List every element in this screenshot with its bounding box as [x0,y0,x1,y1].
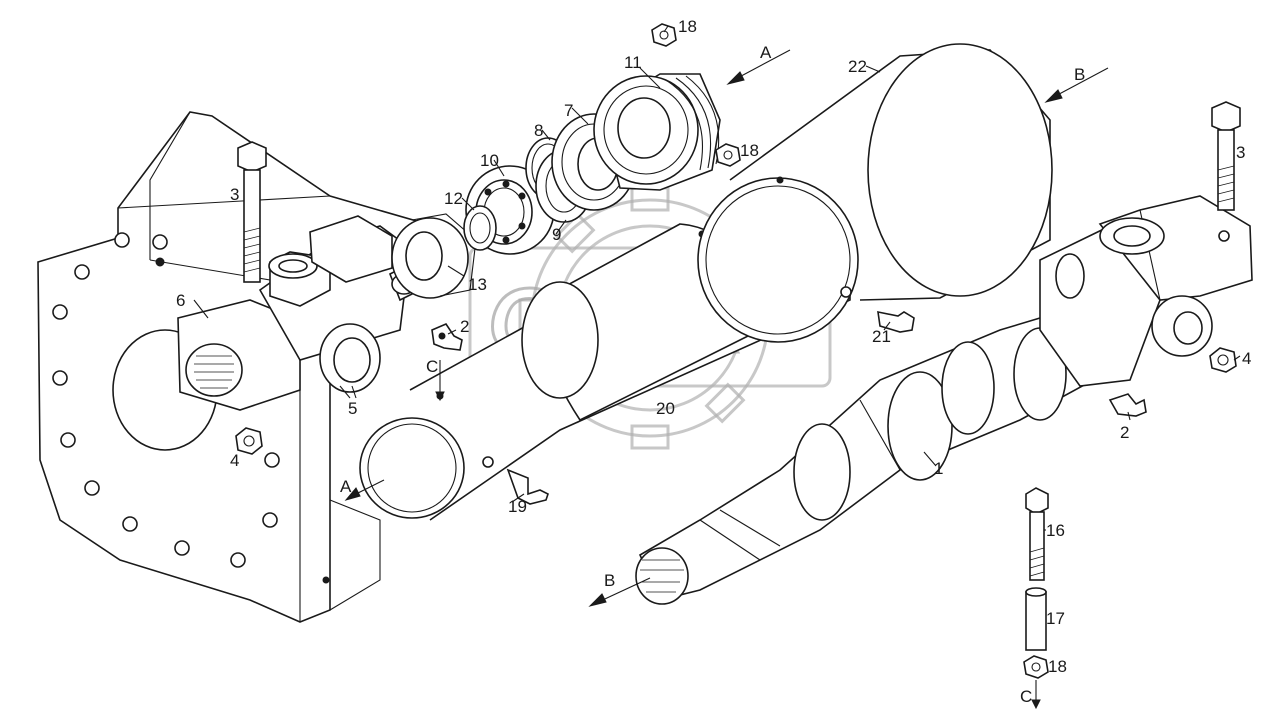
right-universal-joint [1039,195,1253,387]
callout-10: 10 [480,151,499,170]
housing-11 [593,73,721,191]
callout-16: 16 [1046,521,1065,540]
guard-tube-22 [697,43,1053,343]
callout-19: 19 [508,497,527,516]
housing-bolt-holes [52,232,330,584]
callout-3-right: 3 [1236,143,1245,162]
bolt-3-right [1211,101,1241,211]
callout-21: 21 [872,327,891,346]
spacer-17 [1025,587,1047,651]
callout-12: 12 [444,189,463,208]
grease-fitting-2-left [431,323,463,351]
callout-22: 22 [848,57,867,76]
callout-20: 20 [656,399,675,418]
bolt-3-left [237,141,267,283]
bolt-16 [1025,487,1049,581]
view-a-bottom: A [340,477,352,496]
callout-5: 5 [348,399,357,418]
grease-fitting-2-right [1108,393,1147,417]
callout-labels: 1 2 2 3 3 4 4 5 6 7 8 9 10 11 12 13 16 1… [176,17,1251,676]
callout-18-mid: 18 [740,141,759,160]
leader-lines [193,25,1241,531]
callout-3-left: 3 [230,185,239,204]
view-b-bottom: B [604,571,615,590]
callout-13: 13 [468,275,487,294]
nut-18-bottom [1023,655,1049,679]
bolt-19 [506,468,549,505]
callout-9: 9 [552,225,561,244]
callout-2-right: 2 [1120,423,1129,442]
callout-18-top: 18 [678,17,697,36]
callout-8: 8 [534,121,543,140]
callout-1: 1 [934,459,943,478]
left-universal-joint [177,215,421,411]
view-c-bottom: C [1020,687,1032,706]
callout-11: 11 [624,53,642,72]
view-arrows [344,49,1109,710]
bolt-21 [877,310,915,333]
callout-17: 17 [1046,609,1065,628]
cup-13 [391,213,477,299]
callout-4-left: 4 [230,451,239,470]
callout-2-left: 2 [460,317,469,336]
ring-12 [463,205,497,251]
view-a-top: A [760,43,772,62]
nut-4-left [235,427,263,455]
callout-18-bottom: 18 [1048,657,1067,676]
view-c-left: C [426,357,438,376]
nut-18-mid [715,143,741,167]
callout-4-right: 4 [1242,349,1251,368]
nut-18-top [651,23,677,47]
view-letters: A A B B C C [340,43,1085,706]
callout-7: 7 [564,101,573,120]
callout-6: 6 [176,291,185,310]
view-b-top: B [1074,65,1085,84]
nut-4-right [1209,347,1237,373]
